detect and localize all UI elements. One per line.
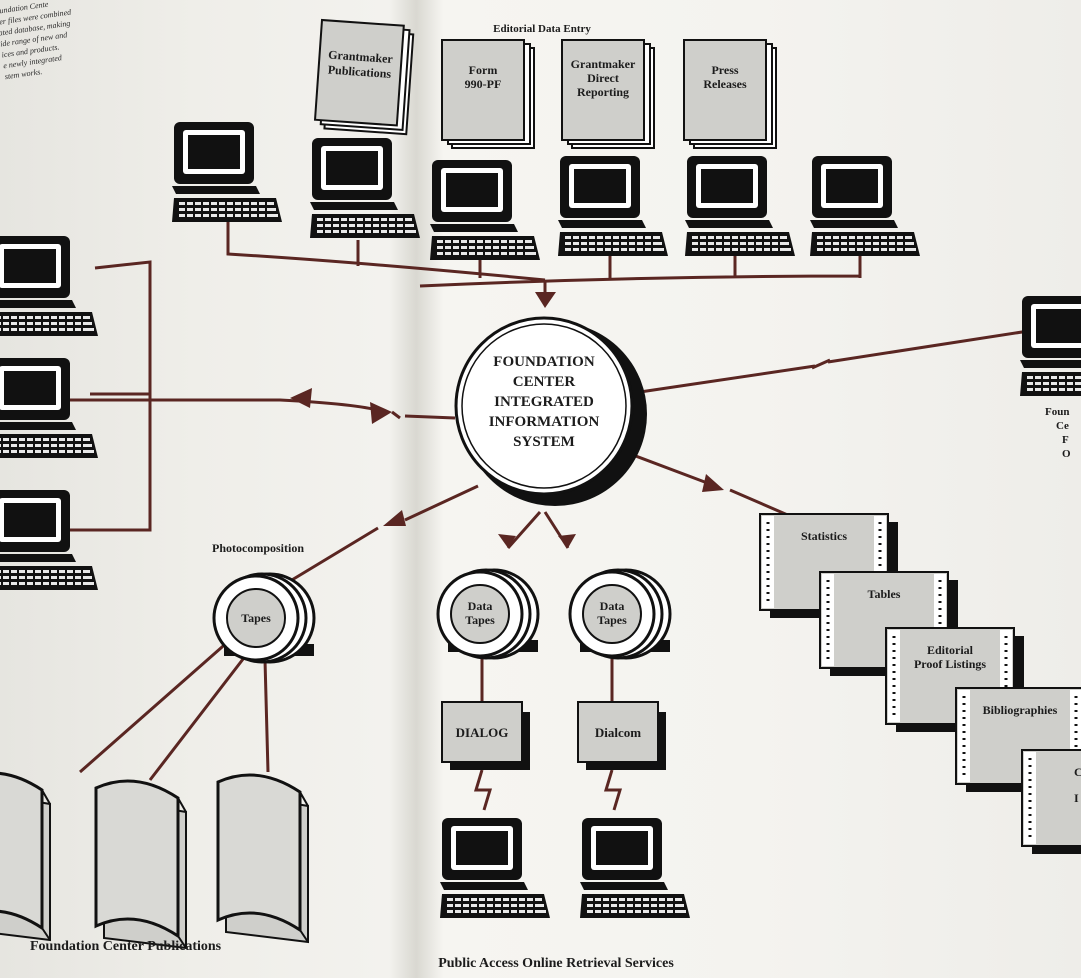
terminal-top-2-icon [309, 137, 421, 239]
grantmaker-direct-reporting-docs: Grantmaker Direct Reporting [561, 39, 655, 149]
public-access-label: Public Access Online Retrieval Services [438, 956, 674, 971]
photocomposition-tapes-reel: Tapes [212, 572, 316, 664]
proof-listings-line1: Editorial [927, 643, 974, 657]
statistics-sheet: Statistics [758, 512, 900, 620]
terminal-left-3-icon [0, 489, 99, 591]
press-releases-line2: Releases [703, 77, 747, 91]
terminal-left-2-icon [0, 357, 99, 459]
editorial-proof-listings-sheet: Editorial Proof Listings [884, 626, 1026, 734]
integrated-system-hub: FOUNDATION CENTER INTEGRATED INFORMATION… [454, 316, 647, 506]
grantmaker-publications-docs: Grantmaker Publications [313, 19, 415, 136]
hub-line2: CENTER [513, 374, 576, 390]
data-tapes-2-line2: Tapes [597, 613, 627, 627]
dialog-box: DIALOG [441, 701, 530, 770]
terminal-top-4-icon [557, 155, 669, 257]
tables-sheet: Tables [818, 570, 960, 678]
terminal-top-3-icon [429, 159, 541, 261]
terminal-top-1-icon [171, 121, 283, 223]
grantmaker-publications-line2: Publications [327, 63, 391, 81]
partial-sheet-line2: I [1074, 791, 1079, 805]
publication-book-3 [216, 773, 310, 944]
line-breaks [391, 358, 831, 811]
bibliographies-sheet: Bibliographies [954, 686, 1081, 794]
proof-listings-line2: Proof Listings [914, 657, 986, 671]
photocomposition-label: Photocomposition [212, 541, 304, 555]
right-label-line2: Ce [1056, 420, 1069, 432]
intro-text: oundation Cente ter files were combined … [0, 0, 73, 81]
photocomposition-tapes-text: Tapes [241, 611, 271, 625]
form-990pf-docs: Form 990-PF [441, 39, 535, 149]
partial-output-sheet: C I [1020, 748, 1081, 856]
terminal-public-2-icon [579, 817, 691, 919]
foundation-center-publications-label: Foundation Center Publications [30, 939, 222, 954]
press-releases-docs: Press Releases [683, 39, 777, 149]
dialcom-text: Dialcom [595, 725, 641, 740]
gdr-line2: Direct [587, 71, 619, 85]
data-tapes-2-line1: Data [600, 599, 625, 613]
grantmaker-publications-line1: Grantmaker [328, 48, 394, 67]
publication-book-1 [0, 771, 52, 942]
partial-sheet-line1: C [1074, 765, 1081, 779]
hub-line3: INTEGRATED [494, 394, 594, 410]
arrowheads [290, 292, 724, 548]
hub-line4: INFORMATION [489, 414, 600, 430]
terminal-public-1-icon [439, 817, 551, 919]
gdr-line3: Reporting [577, 85, 629, 99]
statistics-text: Statistics [801, 529, 847, 543]
bibliographies-text: Bibliographies [983, 703, 1058, 717]
terminal-right-icon [1019, 295, 1081, 397]
press-releases-line1: Press [711, 63, 738, 77]
data-tapes-1-reel: Data Tapes [436, 568, 540, 660]
dialcom-box: Dialcom [577, 701, 666, 770]
terminal-left-1-icon [0, 235, 99, 337]
hub-line5: SYSTEM [513, 434, 575, 450]
data-tapes-1-line2: Tapes [465, 613, 495, 627]
data-tapes-1-line1: Data [468, 599, 493, 613]
editorial-data-entry-label: Editorial Data Entry [493, 23, 591, 35]
tables-text: Tables [868, 587, 901, 601]
form-990pf-line2: 990-PF [465, 77, 502, 91]
form-990pf-line1: Form [469, 63, 498, 77]
data-tapes-2-reel: Data Tapes [568, 568, 672, 660]
terminal-top-5-icon [684, 155, 796, 257]
right-label-line1: Foun [1045, 406, 1069, 418]
publication-book-2 [94, 779, 188, 950]
right-label-line4: O [1062, 448, 1071, 460]
hub-line1: FOUNDATION [493, 354, 595, 370]
connector-lines [70, 220, 1036, 781]
right-label-line3: F [1062, 434, 1069, 446]
terminal-top-6-icon [809, 155, 921, 257]
dialog-text: DIALOG [456, 725, 509, 740]
gdr-line1: Grantmaker [571, 57, 636, 71]
